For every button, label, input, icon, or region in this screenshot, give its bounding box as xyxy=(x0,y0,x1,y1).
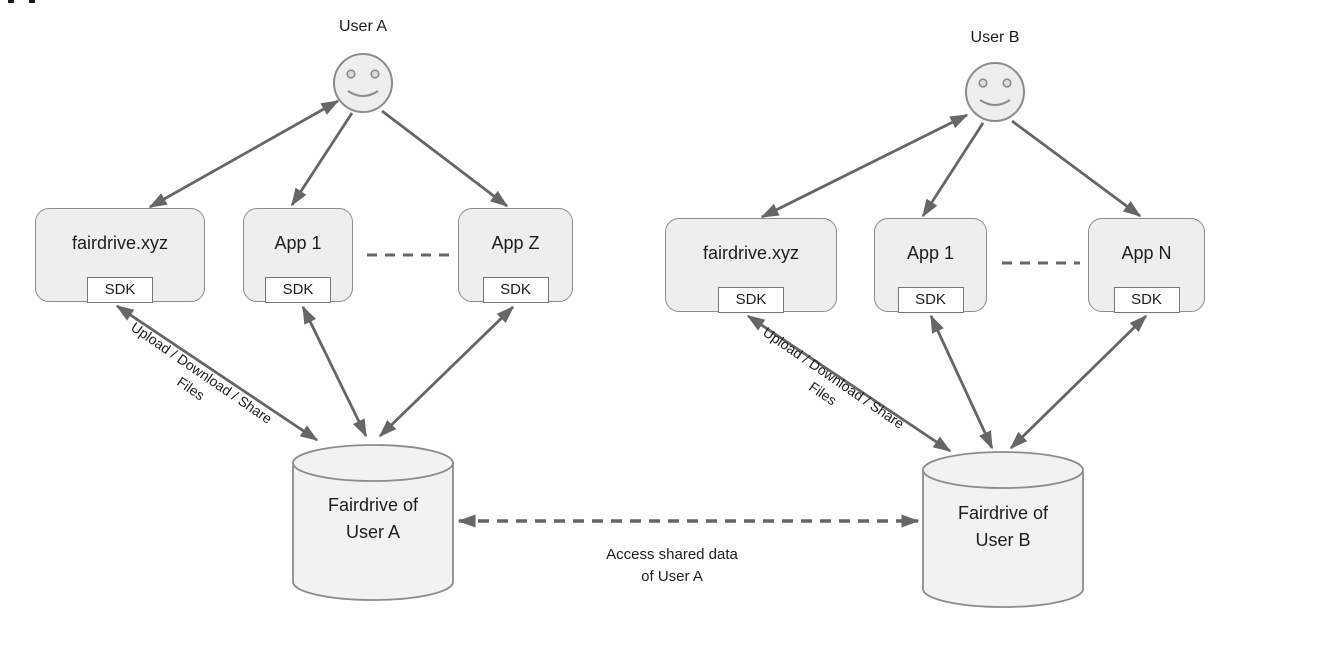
sdk-label: SDK xyxy=(104,281,136,299)
clipped-text-artifact xyxy=(8,0,14,3)
storage-b-label: Fairdrive of User B xyxy=(923,500,1083,554)
user-a-avatar-icon xyxy=(333,53,393,113)
arrow-usera-app1 xyxy=(290,112,354,207)
clipped-text-artifact xyxy=(29,0,35,3)
node-fairdrive-xyz-right: fairdrive.xyz SDK xyxy=(665,218,837,313)
storage-b-line2: User B xyxy=(975,530,1031,550)
arrow-usera-fairdrive xyxy=(148,99,340,209)
sdk-label: SDK xyxy=(282,281,314,299)
arrow-userb-fairdrive xyxy=(760,113,969,219)
storage-b-line1: Fairdrive of xyxy=(957,503,1049,523)
node-appn-right: App N SDK xyxy=(1088,218,1205,313)
node-appz-left: App Z SDK xyxy=(458,208,573,303)
sdk-badge: SDK xyxy=(265,276,331,303)
sdk-label: SDK xyxy=(915,291,946,309)
sdk-badge: SDK xyxy=(718,286,784,313)
sdk-badge: SDK xyxy=(1113,286,1180,313)
sdk-label: SDK xyxy=(1131,291,1162,309)
shared-data-line2: of User A xyxy=(641,568,703,585)
arrow-app1-sdk-storage-a xyxy=(301,305,368,438)
node-app1-left: App 1 SDK xyxy=(243,208,353,303)
node-label: fairdrive.xyz xyxy=(71,232,169,253)
user-b-avatar-icon xyxy=(965,62,1025,122)
arrow-userb-app1 xyxy=(921,122,985,218)
storage-cylinder-b xyxy=(922,451,1084,608)
arrow-appn-sdk-storage-b xyxy=(1009,314,1148,450)
node-fairdrive-xyz-left: fairdrive.xyz SDK xyxy=(35,208,205,303)
user-a-label: User A xyxy=(338,18,387,35)
arrow-fairdrive-sdk-storage-b xyxy=(746,314,952,453)
node-label: App N xyxy=(1121,242,1172,263)
arrow-fairdrive-sdk-storage-a xyxy=(115,304,319,442)
node-label: App Z xyxy=(491,232,540,253)
shared-data-label: Access shared data of User A xyxy=(557,544,787,588)
sdk-badge: SDK xyxy=(482,276,549,303)
node-label: fairdrive.xyz xyxy=(702,242,800,263)
sdk-badge: SDK xyxy=(87,276,153,303)
sdk-label: SDK xyxy=(500,281,531,299)
arrow-appz-sdk-storage-a xyxy=(378,305,515,438)
node-label: App 1 xyxy=(274,232,322,253)
user-b-label: User B xyxy=(970,29,1020,46)
arrow-usera-appz xyxy=(381,109,509,208)
sdk-badge: SDK xyxy=(897,286,964,313)
storage-cylinder-a xyxy=(292,444,454,601)
arrow-app1-sdk-storage-b xyxy=(929,314,994,450)
storage-a-line1: Fairdrive of xyxy=(327,495,419,515)
node-label: App 1 xyxy=(906,242,955,263)
arrow-userb-appn xyxy=(1011,119,1142,218)
node-app1-right: App 1 SDK xyxy=(874,218,987,313)
storage-a-label: Fairdrive of User A xyxy=(293,492,453,546)
sdk-label: SDK xyxy=(735,291,767,309)
shared-data-line1: Access shared data xyxy=(606,546,738,563)
storage-a-line2: User A xyxy=(345,522,401,542)
